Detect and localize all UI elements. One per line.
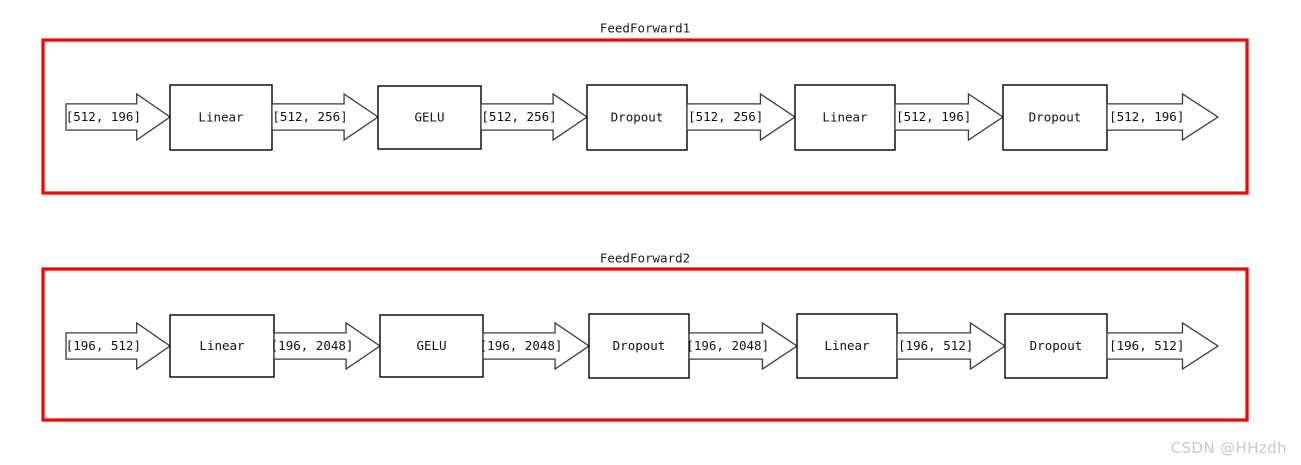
node-label: Linear <box>822 110 868 125</box>
arrow-shape <box>686 92 797 142</box>
tensor-arrow-feedforward2-3: [196, 512] <box>896 321 1007 371</box>
tensor-arrow-feedforward2-2: [196, 2048] <box>686 321 799 371</box>
arrow-shape <box>482 321 591 371</box>
tensor-shape-label: [512, 196] <box>896 109 971 124</box>
node-box[interactable] <box>169 84 273 151</box>
group-feedforward1: FeedForward1 [512, 196] Linear [512, 256] GE… <box>41 21 1249 195</box>
group-border-feedforward2 <box>41 267 1249 422</box>
layer-node-dropout-feedforward1-4[interactable]: Dropout <box>1002 84 1108 151</box>
tensor-arrow-feedforward2-1: [196, 2048] <box>480 321 591 371</box>
node-label: Linear <box>199 338 245 353</box>
node-label: GELU <box>414 110 444 125</box>
tensor-arrow-feedforward1-2: [512, 256] <box>686 92 797 142</box>
tensor-shape-label: [196, 512] <box>1109 338 1184 353</box>
node-label: Linear <box>824 338 870 353</box>
tensor-shape-label: [196, 2048] <box>480 338 563 353</box>
node-box[interactable] <box>794 84 896 151</box>
arrow-shape <box>894 92 1005 142</box>
tensor-arrow-feedforward1-3: [512, 196] <box>894 92 1005 142</box>
tensor-shape-label: [196, 2048] <box>271 338 354 353</box>
arrow-shape <box>480 92 589 142</box>
tensor-shape-label: [196, 512] <box>898 338 973 353</box>
tensor-arrow-feedforward1-4: [512, 196] <box>1106 92 1220 142</box>
layer-node-linear-feedforward2-0[interactable]: Linear <box>169 314 275 378</box>
layer-node-linear-feedforward2-3[interactable]: Linear <box>796 313 898 379</box>
group-title-feedforward1: FeedForward1 <box>600 21 690 36</box>
layer-node-linear-feedforward1-0[interactable]: Linear <box>169 84 273 151</box>
node-label: Linear <box>198 110 244 125</box>
arrow-shape <box>688 321 799 371</box>
tensor-arrow-feedforward1-1: [512, 256] <box>480 92 589 142</box>
tensor-shape-label: [512, 196] <box>1109 109 1184 124</box>
node-box[interactable] <box>377 85 482 150</box>
layer-node-dropout-feedforward1-2[interactable]: Dropout <box>586 84 688 151</box>
tensor-shape-label: [512, 256] <box>272 109 347 124</box>
arrow-shape <box>1106 321 1220 371</box>
watermark: CSDN @HHzdh <box>1170 439 1287 457</box>
tensor-shape-label: [512, 256] <box>481 109 556 124</box>
node-label: Dropout <box>613 338 666 353</box>
node-box[interactable] <box>169 314 275 378</box>
layer-node-gelu-feedforward2-1[interactable]: GELU <box>379 314 484 378</box>
arrow-shape <box>271 92 380 142</box>
layer-node-linear-feedforward1-3[interactable]: Linear <box>794 84 896 151</box>
tensor-shape-label: [512, 196] <box>66 109 141 124</box>
layer-node-dropout-feedforward2-4[interactable]: Dropout <box>1004 313 1108 379</box>
node-box[interactable] <box>796 313 898 379</box>
node-box[interactable] <box>1002 84 1108 151</box>
tensor-arrow-feedforward2-0: [196, 2048] <box>271 321 382 371</box>
node-box[interactable] <box>379 314 484 378</box>
tensor-shape-label: [196, 512] <box>66 338 141 353</box>
tensor-arrow-feedforward1-0: [512, 256] <box>271 92 380 142</box>
arrow-shape <box>65 92 172 142</box>
node-label: Dropout <box>611 110 664 125</box>
arrow-shape <box>896 321 1007 371</box>
group-feedforward2: FeedForward2 [196, 512] Linear [196, 2048] G… <box>41 251 1249 422</box>
arrow-shape <box>1106 92 1220 142</box>
tensor-arrow-feedforward1-in: [512, 196] <box>65 92 172 142</box>
node-label: Dropout <box>1029 110 1082 125</box>
tensor-shape-label: [196, 2048] <box>686 338 769 353</box>
tensor-shape-label: [512, 256] <box>688 109 763 124</box>
layer-node-dropout-feedforward2-2[interactable]: Dropout <box>588 313 690 379</box>
layer-node-gelu-feedforward1-1[interactable]: GELU <box>377 85 482 150</box>
node-label: Dropout <box>1030 338 1083 353</box>
group-border-feedforward1 <box>41 38 1249 195</box>
tensor-arrow-feedforward2-in: [196, 512] <box>65 321 172 371</box>
node-label: GELU <box>416 338 446 353</box>
node-box[interactable] <box>588 313 690 379</box>
tensor-arrow-feedforward2-4: [196, 512] <box>1106 321 1220 371</box>
arrow-shape <box>273 321 382 371</box>
arrow-shape <box>65 321 172 371</box>
group-title-feedforward2: FeedForward2 <box>600 251 690 266</box>
